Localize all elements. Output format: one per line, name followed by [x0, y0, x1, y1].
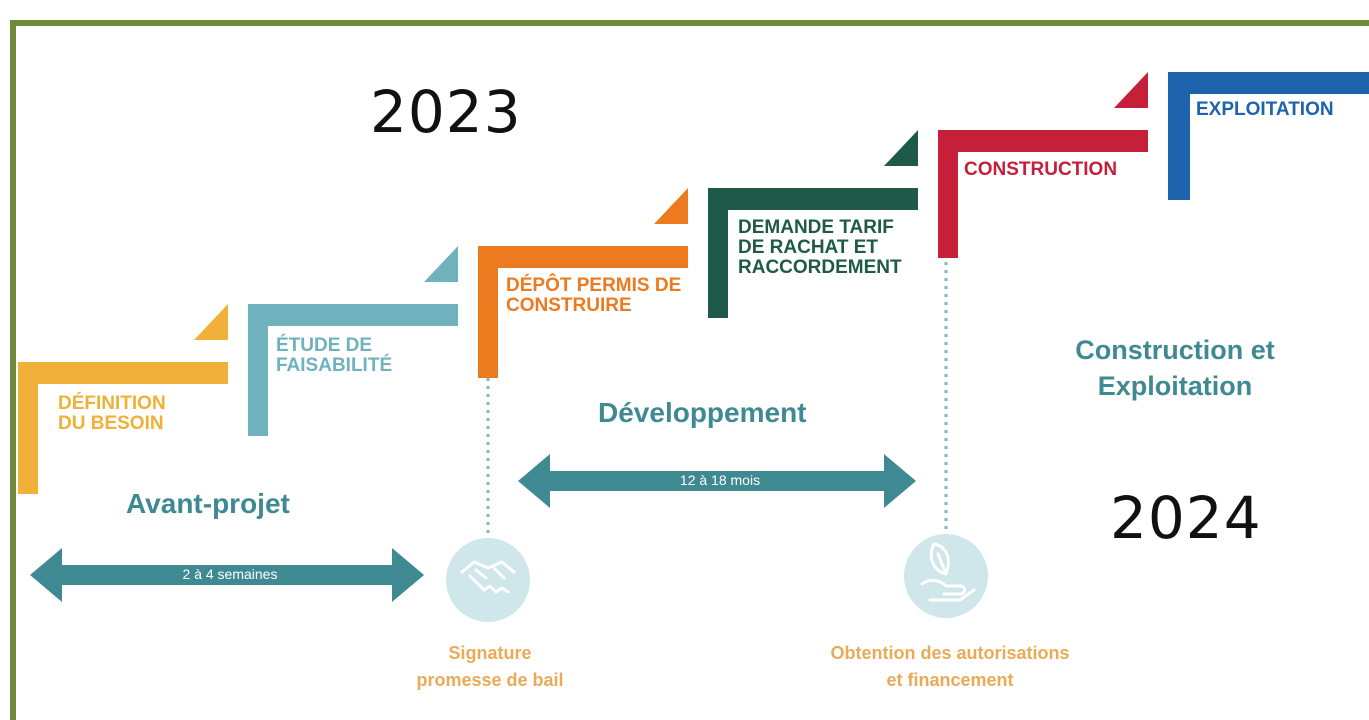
step-etude-shape	[248, 246, 458, 436]
milestone-signature: Signature promesse de bail	[370, 640, 610, 694]
phase-avant-projet: Avant-projet	[126, 488, 290, 519]
step-label-line: ÉTUDE DE	[276, 335, 373, 356]
step-label-line: EXPLOITATION	[1196, 99, 1334, 120]
phase-developpement: Développement	[598, 397, 807, 428]
milestone-line: et financement	[886, 670, 1014, 690]
milestone-line: Signature	[448, 643, 532, 663]
timeline-diagram	[18, 72, 1369, 622]
step-label-line: CONSTRUCTION	[964, 159, 1118, 180]
duration-arrow-avant-projet	[30, 548, 424, 602]
step-construction-shape	[938, 72, 1148, 258]
year-2024-label: 2024	[1110, 484, 1262, 552]
step-label-definition: DÉFINITION DU BESOIN	[58, 394, 166, 434]
step-label-line: CONSTRUIRE	[506, 295, 632, 316]
step-label-line: RACCORDEMENT	[738, 257, 902, 278]
step-label-demande: DEMANDE TARIF DE RACHAT ET RACCORDEMENT	[738, 218, 902, 278]
phase-line: Exploitation	[1097, 371, 1253, 401]
step-label-line: DU BESOIN	[58, 413, 164, 434]
step-label-line: FAISABILITÉ	[276, 355, 393, 376]
leaf-in-hand-icon	[904, 534, 988, 618]
milestone-line: Obtention des autorisations	[830, 643, 1070, 663]
handshake-icon	[446, 538, 530, 622]
step-label-exploitation: EXPLOITATION	[1196, 100, 1334, 120]
step-label-line: DE RACHAT ET	[738, 237, 879, 258]
step-label-line: DÉPÔT PERMIS DE	[506, 275, 682, 296]
step-label-line: DEMANDE TARIF	[738, 217, 894, 238]
step-exploitation-shape	[1168, 72, 1369, 200]
step-label-etude: ÉTUDE DE FAISABILITÉ	[276, 336, 392, 376]
duration-label-avant-projet: 2 à 4 semaines	[182, 566, 278, 582]
frame-border	[10, 20, 1369, 720]
step-label-line: DÉFINITION	[58, 393, 166, 414]
phase-construction-exploitation: Construction et Exploitation	[1050, 332, 1300, 404]
step-label-depot: DÉPÔT PERMIS DE CONSTRUIRE	[506, 276, 681, 316]
duration-arrow-developpement	[518, 454, 916, 508]
step-demande-shape	[708, 130, 918, 318]
milestone-obtention: Obtention des autorisations et financeme…	[780, 640, 1120, 694]
duration-label-developpement: 12 à 18 mois	[679, 472, 761, 488]
milestone-line: promesse de bail	[416, 670, 564, 690]
step-definition-shape	[18, 304, 228, 494]
phase-line: Construction et	[1075, 335, 1275, 365]
year-2023-label: 2023	[370, 78, 522, 146]
step-depot-shape	[478, 188, 688, 378]
step-label-construction: CONSTRUCTION	[964, 160, 1117, 180]
